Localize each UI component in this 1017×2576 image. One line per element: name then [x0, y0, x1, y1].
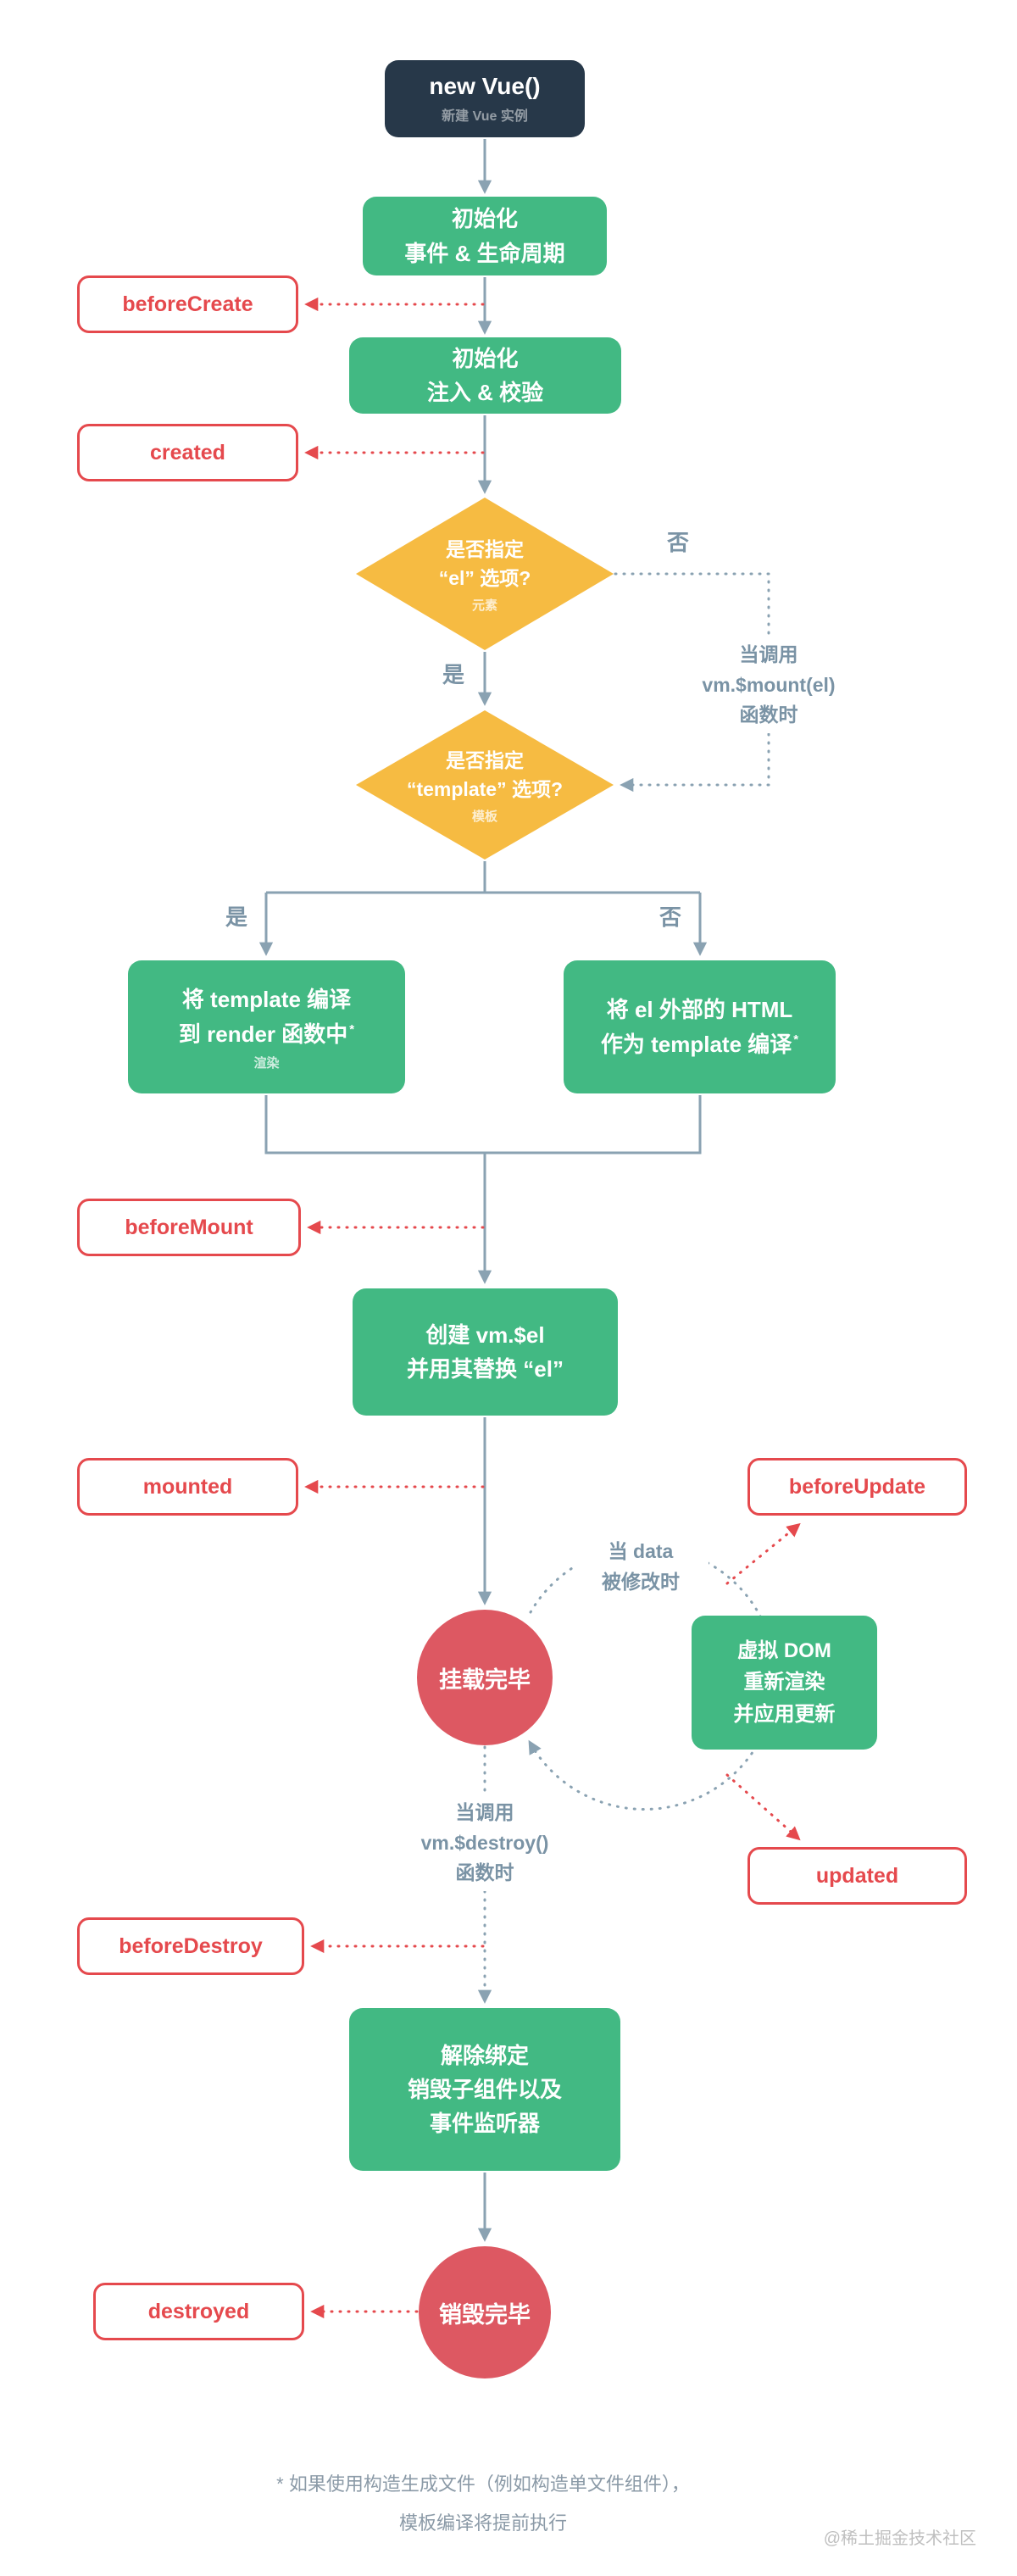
- node-init-lifecycle: 初始化 事件 & 生命周期: [363, 197, 607, 275]
- note-mount-call: 当调用 vm.$mount(el) 函数时: [678, 637, 859, 733]
- note-destroy-call-line1: 当调用: [455, 1801, 514, 1823]
- edge-label-yes-template: 是: [225, 904, 248, 930]
- node-init-injections-line1: 初始化: [452, 345, 519, 371]
- node-compile-el-line2: 作为 template 编译*: [601, 1027, 798, 1061]
- decision-has-template-line1: 是否指定: [446, 748, 524, 771]
- node-new-vue-title: new Vue(): [429, 73, 541, 99]
- node-teardown-line2: 销毁子组件以及: [407, 2076, 562, 2102]
- note-mount-call-line1: 当调用: [739, 643, 798, 665]
- note-data-changed-line1: 当 data: [608, 1540, 674, 1562]
- node-virtual-dom-line3: 并应用更新: [733, 1702, 836, 1726]
- footnote-line2: 模板编译将提前执行: [398, 2512, 567, 2534]
- asterisk-marker: *: [793, 1032, 799, 1047]
- node-compile-template-line2-text: 到 render 函数中: [178, 1021, 348, 1047]
- state-mounted: 挂载完毕: [417, 1610, 553, 1745]
- node-teardown-line3: 事件监听器: [429, 2111, 540, 2137]
- node-compile-template-line1: 将 template 编译: [181, 987, 352, 1013]
- node-compile-el-line2-text: 作为 template 编译: [600, 1031, 792, 1057]
- hook-before-update: beforeUpdate: [747, 1458, 967, 1516]
- node-init-injections-line2: 注入 & 校验: [426, 380, 544, 405]
- asterisk-marker: *: [349, 1021, 355, 1037]
- node-virtual-dom-line2: 重新渲染: [743, 1671, 825, 1694]
- node-compile-template-line2: 到 render 函数中*: [179, 1017, 354, 1051]
- note-destroy-call: 当调用 vm.$destroy() 函数时: [392, 1795, 578, 1891]
- node-new-vue: new Vue() 新建 Vue 实例: [385, 60, 585, 137]
- node-new-vue-subtitle: 新建 Vue 实例: [442, 109, 528, 124]
- note-mount-call-line3: 函数时: [739, 704, 798, 726]
- node-init-lifecycle-line1: 初始化: [451, 206, 518, 232]
- note-destroy-call-line2: vm.$destroy(): [420, 1831, 549, 1854]
- node-compile-el: 将 el 外部的 HTML 作为 template 编译*: [564, 960, 836, 1093]
- node-init-lifecycle-line2: 事件 & 生命周期: [404, 240, 565, 266]
- hook-mounted: mounted: [77, 1458, 298, 1516]
- decision-has-el-line1: 是否指定: [446, 537, 524, 560]
- hook-before-destroy: beforeDestroy: [77, 1917, 304, 1975]
- node-teardown: 解除绑定 销毁子组件以及 事件监听器: [349, 2008, 620, 2171]
- node-create-el-line1: 创建 vm.$el: [425, 1321, 545, 1348]
- state-destroyed: 销毁完毕: [419, 2246, 551, 2378]
- footnote-line1: * 如果使用构造生成文件（例如构造单文件组件），: [276, 2473, 690, 2495]
- decision-has-el-sub: 元素: [471, 598, 497, 613]
- decision-has-template-sub: 模板: [471, 809, 497, 824]
- node-create-el-line2: 并用其替换 “el”: [407, 1356, 564, 1382]
- edge-label-yes-el: 是: [442, 662, 465, 687]
- note-mount-call-line2: vm.$mount(el): [702, 673, 836, 696]
- note-data-changed-line2: 被修改时: [602, 1570, 680, 1593]
- node-virtual-dom: 虚拟 DOM 重新渲染 并应用更新: [692, 1616, 877, 1750]
- node-create-el: 创建 vm.$el 并用其替换 “el”: [353, 1288, 618, 1416]
- decision-has-el-line2: “el” 选项?: [438, 567, 531, 589]
- hook-destroyed: destroyed: [93, 2283, 304, 2340]
- hook-created: created: [77, 424, 298, 481]
- edge-label-no-template: 否: [659, 904, 682, 930]
- hook-updated: updated: [747, 1847, 967, 1905]
- footnote: * 如果使用构造生成文件（例如构造单文件组件）， 模板编译将提前执行: [0, 2465, 966, 2543]
- node-compile-el-line1: 将 el 外部的 HTML: [606, 997, 793, 1023]
- node-compile-template-sub: 渲染: [253, 1055, 280, 1071]
- hook-before-create: beforeCreate: [77, 275, 298, 333]
- node-virtual-dom-line1: 虚拟 DOM: [737, 1639, 831, 1663]
- node-teardown-line1: 解除绑定: [440, 2042, 529, 2068]
- watermark: @稀土掘金技术社区: [823, 2529, 976, 2548]
- decision-has-template-line2: “template” 选项?: [406, 778, 564, 800]
- hook-before-mount: beforeMount: [77, 1199, 301, 1256]
- note-data-changed: 当 data 被修改时: [573, 1534, 709, 1600]
- edge-label-no-el: 否: [667, 530, 690, 555]
- node-compile-template: 将 template 编译 到 render 函数中* 渲染: [128, 960, 405, 1093]
- note-destroy-call-line3: 函数时: [455, 1861, 514, 1884]
- node-init-injections: 初始化 注入 & 校验: [349, 337, 621, 414]
